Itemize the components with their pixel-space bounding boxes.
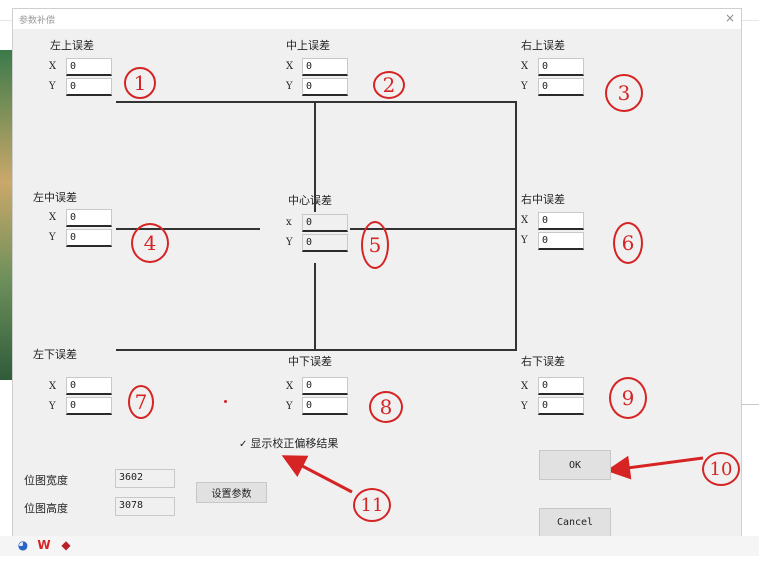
- wps-icon[interactable]: W: [37, 538, 51, 552]
- annotation-marker-8: 8: [369, 391, 403, 423]
- annotation-marker-11: 11: [353, 488, 391, 522]
- annotation-marker-10: 10: [702, 452, 740, 486]
- bot-mid-y-label: Y: [286, 401, 293, 412]
- mid-left-y-label: Y: [49, 232, 56, 243]
- mid-right-x-label: X: [521, 215, 529, 226]
- bitmap-width-input[interactable]: 3602: [115, 469, 175, 488]
- bot-left-y-label: Y: [49, 401, 56, 412]
- center-x-label: x: [286, 217, 292, 228]
- center-x-input[interactable]: 0: [302, 214, 348, 232]
- mid-left-x-label: X: [49, 212, 57, 223]
- top-right-y-label: Y: [521, 81, 528, 92]
- bot-right-y-label: Y: [521, 401, 528, 412]
- bot-left-x-label: X: [49, 381, 57, 392]
- mid-right-y-label: Y: [521, 235, 528, 246]
- app-icon[interactable]: ◆: [61, 538, 71, 552]
- bitmap-height-input[interactable]: 3078: [115, 497, 175, 516]
- top-left-x-label: X: [49, 61, 57, 72]
- frame-right-line: [515, 101, 517, 351]
- background-divider-right: [739, 404, 759, 405]
- annotation-marker-6: 6: [613, 222, 643, 264]
- bot-right-x-label: X: [521, 381, 529, 392]
- frame-center-bottom-line: [314, 263, 316, 351]
- stray-red-dot: [224, 400, 227, 403]
- top-right-y-input[interactable]: 0: [538, 78, 584, 96]
- frame-top-line: [116, 101, 517, 103]
- annotation-marker-5: 5: [361, 221, 389, 269]
- close-icon[interactable]: ×: [724, 11, 735, 25]
- bot-left-y-input[interactable]: 0: [66, 397, 112, 415]
- top-mid-x-input[interactable]: 0: [302, 58, 348, 76]
- bot-left-x-input[interactable]: 0: [66, 377, 112, 395]
- top-left-y-input[interactable]: 0: [66, 78, 112, 96]
- frame-bottom-line: [116, 349, 517, 351]
- bot-mid-label: 中下误差: [288, 355, 332, 368]
- top-mid-x-label: X: [286, 61, 294, 72]
- bitmap-height-label: 位图高度: [24, 502, 68, 515]
- mid-left-y-input[interactable]: 0: [66, 229, 112, 247]
- annotation-marker-3: 3: [605, 74, 643, 112]
- bot-mid-y-input[interactable]: 0: [302, 397, 348, 415]
- frame-center-top-line: [314, 101, 316, 212]
- bot-mid-x-input[interactable]: 0: [302, 377, 348, 395]
- top-mid-label: 中上误差: [286, 39, 330, 52]
- ok-button[interactable]: OK: [539, 450, 611, 480]
- annotation-marker-1: 1: [124, 67, 156, 99]
- mid-right-x-input[interactable]: 0: [538, 212, 584, 230]
- top-right-x-input[interactable]: 0: [538, 58, 584, 76]
- annotation-marker-7: 7: [128, 385, 154, 419]
- top-right-x-label: X: [521, 61, 529, 72]
- title-bar: 参数补偿 ×: [13, 9, 741, 29]
- bot-right-x-input[interactable]: 0: [538, 377, 584, 395]
- annotation-marker-2: 2: [373, 71, 405, 99]
- top-left-y-label: Y: [49, 81, 56, 92]
- show-correction-label: 显示校正偏移结果: [250, 437, 339, 450]
- bot-left-label: 左下误差: [33, 348, 77, 361]
- center-y-input[interactable]: 0: [302, 234, 348, 252]
- center-label: 中心误差: [288, 194, 332, 207]
- bitmap-width-label: 位图宽度: [24, 474, 68, 487]
- set-params-button[interactable]: 设置参数: [196, 482, 267, 503]
- mid-right-y-input[interactable]: 0: [538, 232, 584, 250]
- window-title: 参数补偿: [19, 16, 56, 26]
- top-mid-y-label: Y: [286, 81, 293, 92]
- mid-left-x-input[interactable]: 0: [66, 209, 112, 227]
- bot-right-label: 右下误差: [521, 355, 565, 368]
- browser-icon[interactable]: ◕: [17, 538, 29, 552]
- annotation-marker-4: 4: [131, 223, 169, 263]
- top-mid-y-input[interactable]: 0: [302, 78, 348, 96]
- frame-left-middle-line: [116, 228, 260, 230]
- top-left-x-input[interactable]: 0: [66, 58, 112, 76]
- bot-mid-x-label: X: [286, 381, 294, 392]
- taskbar: [0, 536, 759, 556]
- top-left-label: 左上误差: [50, 39, 94, 52]
- background-app-image: [0, 50, 12, 380]
- top-right-label: 右上误差: [521, 39, 565, 52]
- mid-left-label: 左中误差: [33, 191, 77, 204]
- annotation-marker-9: 9: [609, 377, 647, 419]
- show-correction-checkbox[interactable]: ✓显示校正偏移结果: [239, 435, 338, 451]
- bot-right-y-input[interactable]: 0: [538, 397, 584, 415]
- center-y-label: Y: [286, 237, 293, 248]
- checkmark-icon: ✓: [239, 439, 248, 450]
- cancel-button[interactable]: Cancel: [539, 508, 611, 537]
- mid-right-label: 右中误差: [521, 193, 565, 206]
- frame-right-middle-line: [350, 228, 517, 230]
